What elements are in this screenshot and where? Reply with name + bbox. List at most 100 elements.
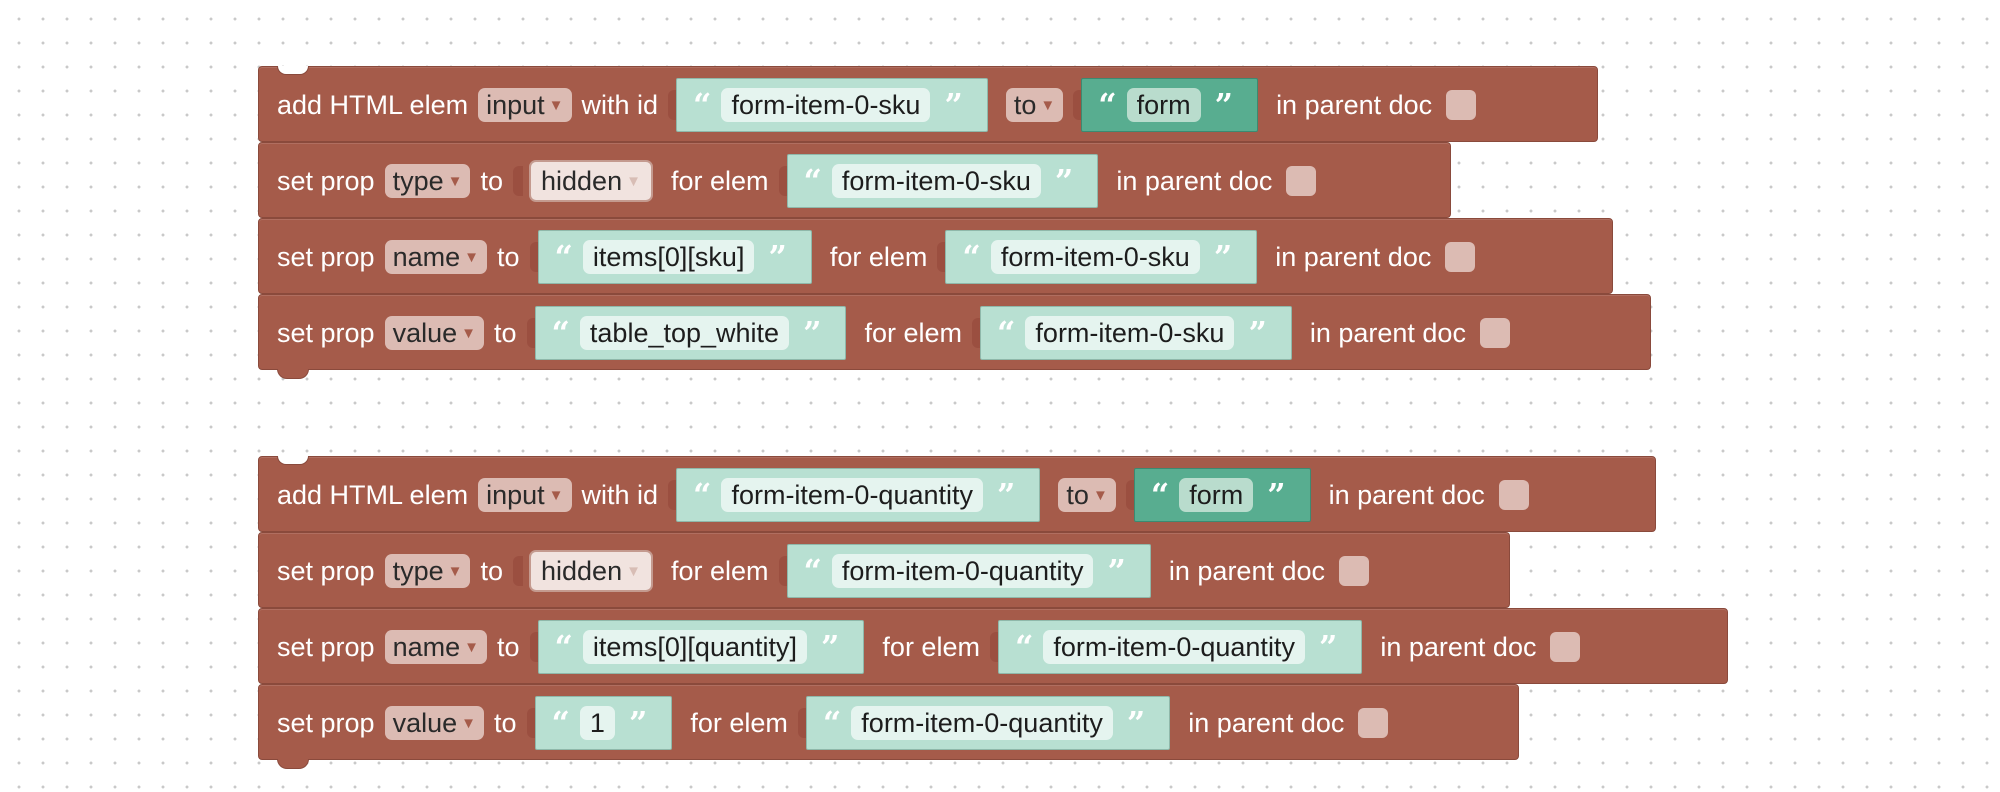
value-text-field[interactable]: 1 bbox=[579, 706, 615, 740]
input-socket bbox=[1073, 90, 1084, 120]
for-elem-label: for elem bbox=[829, 241, 928, 272]
close-quote-icon: ” bbox=[1248, 314, 1267, 352]
in-parent-doc-checkbox[interactable] bbox=[1339, 556, 1369, 586]
open-quote-icon: “ bbox=[551, 704, 570, 742]
close-quote-icon: ” bbox=[1126, 704, 1146, 742]
string-value-block[interactable]: “ form-item-0-sku ” bbox=[676, 78, 988, 132]
target-text-field[interactable]: form-item-0-sku bbox=[1025, 316, 1235, 350]
position-dropdown[interactable]: to▼ bbox=[1058, 478, 1116, 512]
value-text-field[interactable]: items[0][quantity] bbox=[582, 630, 808, 664]
close-quote-icon: ” bbox=[1107, 552, 1126, 590]
string-value-block[interactable]: “items[0][quantity]” bbox=[537, 620, 865, 674]
chevron-down-icon: ▼ bbox=[548, 486, 564, 504]
string-value-block[interactable]: “items[0][sku]” bbox=[537, 230, 812, 284]
in-parent-doc-checkbox[interactable] bbox=[1498, 480, 1529, 510]
set-prop-block[interactable]: set prop value▼ to “table_top_white” for… bbox=[258, 294, 1651, 379]
block-label: add HTML elem bbox=[277, 89, 469, 120]
open-quote-icon: “ bbox=[997, 314, 1016, 352]
parent-text-field[interactable]: form bbox=[1179, 478, 1254, 512]
open-quote-icon: “ bbox=[822, 704, 842, 742]
in-parent-doc-label: in parent doc bbox=[1188, 707, 1345, 738]
to-label: to bbox=[480, 555, 503, 586]
chevron-down-icon: ▼ bbox=[548, 96, 564, 114]
open-quote-icon: “ bbox=[962, 238, 981, 276]
string-value-block[interactable]: “ table_top_white ” bbox=[534, 306, 847, 360]
set-prop-block[interactable]: set prop name▼ to “items[0][quantity]” f… bbox=[258, 608, 1728, 684]
in-parent-doc-checkbox[interactable] bbox=[1358, 708, 1389, 738]
elem-type-dropdown[interactable]: input▼ bbox=[478, 88, 572, 122]
value-text-field[interactable]: table_top_white bbox=[579, 316, 790, 350]
prop-dropdown[interactable]: type▼ bbox=[384, 164, 471, 198]
chevron-down-icon: ▼ bbox=[447, 172, 463, 190]
in-parent-doc-checkbox[interactable] bbox=[1550, 632, 1581, 662]
elem-type-dropdown[interactable]: input▼ bbox=[478, 478, 572, 512]
open-quote-icon: “ bbox=[1098, 86, 1117, 124]
prop-dropdown[interactable]: value▼ bbox=[384, 316, 484, 350]
with-id-label: with id bbox=[581, 89, 659, 120]
input-socket bbox=[526, 318, 537, 348]
chevron-down-icon: ▼ bbox=[461, 324, 476, 342]
open-quote-icon: “ bbox=[803, 552, 822, 590]
with-id-label: with id bbox=[581, 479, 659, 510]
set-prop-block[interactable]: set prop value▼ to “1” for elem “form-it… bbox=[258, 684, 1519, 769]
position-dropdown[interactable]: to▼ bbox=[1005, 88, 1064, 122]
target-text-field[interactable]: form-item-0-quantity bbox=[851, 706, 1113, 740]
input-socket bbox=[972, 318, 983, 348]
string-value-block[interactable]: “form-item-0-quantity” bbox=[997, 620, 1363, 674]
close-quote-icon: ” bbox=[1267, 476, 1286, 514]
string-value-block[interactable]: “form-item-0-quantity” bbox=[676, 468, 1041, 522]
input-socket bbox=[529, 242, 540, 272]
close-quote-icon: ” bbox=[944, 86, 963, 124]
set-prop-block[interactable]: set prop type▼ to hidden▼ for elem “form… bbox=[258, 142, 1451, 218]
block-label: set prop bbox=[277, 555, 375, 586]
for-elem-label: for elem bbox=[670, 555, 769, 586]
target-text-field[interactable]: form-item-0-sku bbox=[831, 164, 1041, 198]
string-value-block[interactable]: “ form-item-0-sku ” bbox=[980, 306, 1292, 360]
input-socket bbox=[1125, 480, 1136, 510]
open-quote-icon: “ bbox=[693, 86, 712, 124]
close-quote-icon: ” bbox=[997, 476, 1016, 514]
prop-dropdown[interactable]: value▼ bbox=[384, 706, 484, 740]
for-elem-label: for elem bbox=[864, 317, 963, 348]
string-value-block[interactable]: “form” bbox=[1133, 468, 1311, 522]
string-value-block[interactable]: “ form-item-0-quantity ” bbox=[786, 544, 1151, 598]
open-quote-icon: “ bbox=[551, 314, 570, 352]
chevron-down-icon: ▼ bbox=[447, 562, 463, 580]
string-value-block[interactable]: “form-item-0-sku” bbox=[786, 154, 1099, 208]
string-value-block[interactable]: “ form-item-0-sku ” bbox=[945, 230, 1258, 284]
input-socket bbox=[529, 632, 540, 662]
close-quote-icon: ” bbox=[1214, 86, 1234, 124]
input-socket bbox=[778, 166, 789, 196]
in-parent-doc-checkbox[interactable] bbox=[1446, 90, 1477, 120]
parent-text-field[interactable]: form bbox=[1126, 88, 1201, 122]
add-html-elem-block[interactable]: add HTML elem input▼ with id “form-item-… bbox=[258, 455, 1656, 532]
id-text-field[interactable]: form-item-0-quantity bbox=[721, 478, 984, 512]
set-prop-block[interactable]: set prop name▼ to “items[0][sku]” for el… bbox=[258, 218, 1613, 294]
target-text-field[interactable]: form-item-0-quantity bbox=[1043, 630, 1305, 664]
open-quote-icon: “ bbox=[554, 238, 573, 276]
in-parent-doc-checkbox[interactable] bbox=[1445, 242, 1476, 272]
chevron-down-icon: ▼ bbox=[626, 562, 641, 580]
set-prop-block[interactable]: set prop type▼ to hidden▼ for elem “ form… bbox=[258, 532, 1510, 608]
prop-dropdown[interactable]: type▼ bbox=[384, 554, 471, 588]
input-type-dropdown[interactable]: hidden▼ bbox=[529, 160, 653, 202]
add-html-elem-block[interactable]: add HTML elem input▼ with id “ form-item-… bbox=[258, 65, 1598, 142]
for-elem-label: for elem bbox=[690, 707, 788, 738]
string-value-block[interactable]: “ form-item-0-quantity ” bbox=[805, 696, 1171, 750]
close-quote-icon: ” bbox=[1213, 238, 1233, 276]
string-value-block[interactable]: “ form ” bbox=[1081, 78, 1259, 132]
target-text-field[interactable]: form-item-0-sku bbox=[990, 240, 1200, 274]
target-text-field[interactable]: form-item-0-quantity bbox=[831, 554, 1094, 588]
string-value-block[interactable]: “1” bbox=[534, 696, 673, 750]
input-type-dropdown[interactable]: hidden▼ bbox=[529, 550, 653, 592]
in-parent-doc-label: in parent doc bbox=[1328, 479, 1485, 510]
prop-dropdown[interactable]: name▼ bbox=[384, 630, 487, 664]
in-parent-doc-checkbox[interactable] bbox=[1286, 166, 1317, 196]
close-quote-icon: ” bbox=[803, 314, 822, 352]
prop-dropdown[interactable]: name▼ bbox=[384, 240, 487, 274]
chevron-down-icon: ▼ bbox=[461, 714, 476, 732]
id-text-field[interactable]: form-item-0-sku bbox=[721, 88, 931, 122]
in-parent-doc-checkbox[interactable] bbox=[1479, 318, 1510, 348]
to-label: to bbox=[496, 241, 520, 272]
value-text-field[interactable]: items[0][sku] bbox=[582, 240, 755, 274]
